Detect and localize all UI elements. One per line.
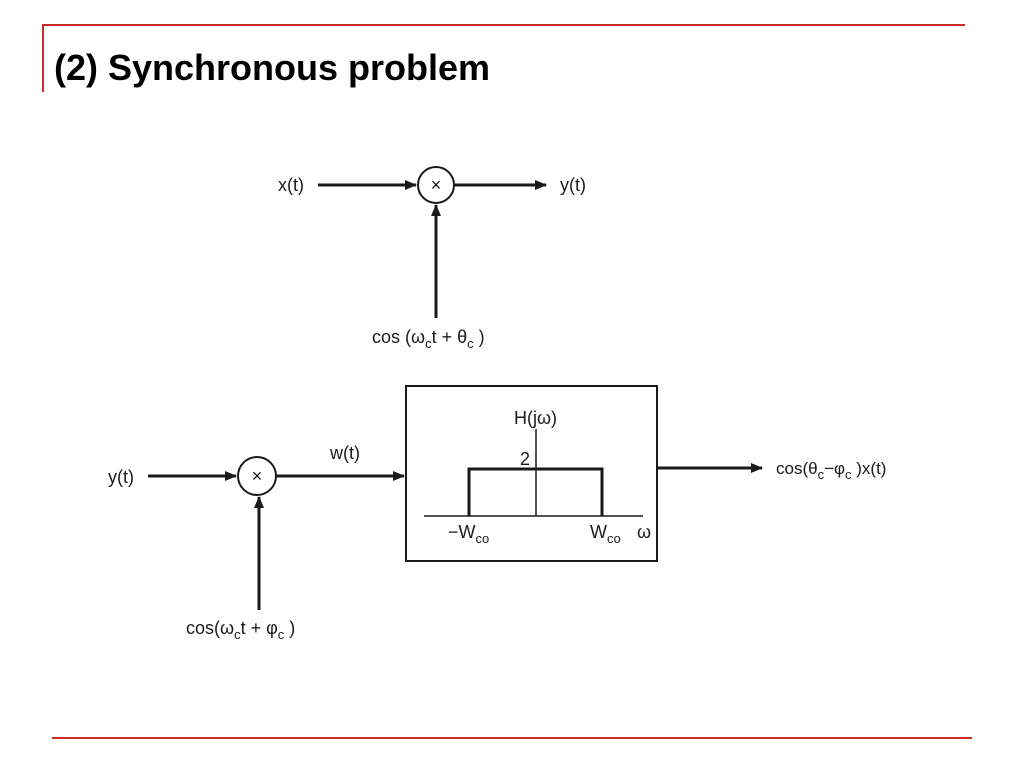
mod-input-label: x(t)	[278, 175, 304, 195]
top-rule	[42, 24, 965, 26]
filter-pos-cutoff-label: Wco	[590, 522, 621, 546]
filter-box	[405, 385, 658, 562]
mod-carrier-label: cos (ωct + θc )	[372, 327, 485, 351]
filter-omega-label: ω	[637, 522, 651, 542]
demod-multiplier-symbol: ×	[252, 466, 263, 486]
filter-response-label: H(jω)	[514, 408, 557, 428]
bottom-rule	[52, 737, 972, 739]
left-rule	[42, 24, 44, 92]
modulator-diagram: x(t) × y(t) cos (ωct + θc )	[278, 166, 586, 351]
filter-passband-curve	[467, 467, 604, 516]
mod-output-label: y(t)	[560, 175, 586, 195]
demod-carrier-label: cos(ωct + φc )	[186, 618, 295, 642]
demod-input-label: y(t)	[108, 467, 134, 487]
demod-intermediate-label: w(t)	[329, 443, 360, 463]
slide-title: (2) Synchronous problem	[54, 47, 491, 88]
mod-multiplier-symbol: ×	[431, 175, 442, 195]
lowpass-filter-block: H(jω) 2 −Wco Wco ω	[405, 385, 658, 562]
demodulator-diagram: y(t) × w(t) cos(ωct + φc ) H(jω) 2 −Wco …	[108, 385, 886, 642]
demod-output-label: cos(θc−φc )x(t)	[776, 459, 886, 482]
filter-neg-cutoff-label: −Wco	[448, 522, 489, 546]
filter-gain-label: 2	[520, 449, 530, 469]
